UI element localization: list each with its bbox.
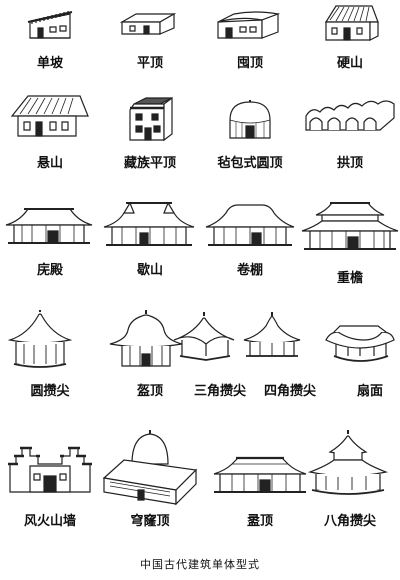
square-pyramidal-roof-icon	[240, 310, 340, 390]
roof-type-label: 盝顶	[246, 514, 273, 529]
flat-roof-icon	[100, 0, 200, 80]
vaulted-roof-icon	[300, 90, 400, 170]
roof-type-vaulted: 拱顶	[300, 90, 400, 190]
roof-type-label: 四角攒尖	[263, 384, 316, 399]
dome-roof-icon	[100, 430, 200, 510]
roof-type-flat: 平顶	[100, 0, 200, 100]
roof-type-label: 卷棚	[236, 263, 263, 278]
firewall-gable-icon	[8, 430, 92, 510]
roof-type-double-eave: 重檐	[300, 195, 400, 295]
roof-type-label: 毡包式圆顶	[217, 156, 283, 171]
roof-type-label: 硬山	[336, 56, 363, 71]
overhanging-gable-roof-icon	[0, 90, 100, 170]
roof-type-fan-shaped: 扇面	[320, 310, 400, 410]
roof-type-label: 歇山	[136, 263, 163, 278]
round-pyramidal-roof-icon	[0, 310, 100, 390]
roof-type-label: 平顶	[136, 56, 163, 71]
roof-type-label: 三角攒尖	[193, 384, 246, 399]
octagonal-pyramidal-roof-icon	[300, 430, 400, 510]
roof-type-flush-gable: 硬山	[300, 0, 400, 100]
roof-type-round-pyramidal: 圆攒尖	[0, 310, 100, 410]
roof-type-arched-flat: 囤顶	[200, 0, 300, 100]
roof-type-single-slope: 单坡	[0, 0, 100, 100]
arched-flat-roof-icon	[200, 0, 300, 80]
single-slope-roof-icon	[0, 0, 100, 80]
roof-type-truncated-hip: 盝顶	[210, 430, 310, 530]
double-eave-roof-icon	[300, 195, 400, 275]
roof-type-label: 八角攒尖	[323, 514, 376, 529]
roof-type-label: 藏族平顶	[123, 156, 176, 171]
hip-roof-icon	[0, 195, 100, 275]
round-ridge-roof-icon	[200, 195, 300, 275]
roof-type-label: 盔顶	[136, 384, 163, 399]
roof-type-label: 风火山墙	[23, 514, 76, 529]
roof-type-label: 庑殿	[36, 263, 63, 278]
roof-type-label: 重檐	[336, 271, 363, 286]
roof-type-label: 穹窿顶	[130, 514, 170, 529]
roof-type-label: 悬山	[36, 156, 63, 171]
roof-type-label: 囤顶	[236, 56, 263, 71]
roof-type-yurt-dome: 毡包式圆顶	[200, 90, 300, 190]
tibetan-flat-roof-icon	[100, 90, 200, 170]
roof-type-octagonal-pyramidal: 八角攒尖	[300, 430, 400, 530]
roof-type-firewall-gable: 风火山墙	[0, 430, 100, 530]
roof-type-overhanging-gable: 悬山	[0, 90, 100, 190]
truncated-hip-roof-icon	[210, 430, 310, 510]
roof-type-label: 扇面	[356, 384, 383, 399]
roof-type-tibetan-flat: 藏族平顶	[100, 90, 200, 190]
roof-type-triangular-pyramidal: 三角攒尖	[170, 310, 270, 410]
hip-gable-roof-icon	[100, 195, 200, 275]
roof-type-hip: 庑殿	[0, 195, 100, 295]
figure-caption: 中国古代建筑单体型式	[140, 558, 260, 571]
roof-type-label: 单坡	[36, 56, 63, 71]
fan-shaped-roof-icon	[320, 310, 400, 390]
roof-type-round-ridge: 卷棚	[200, 195, 300, 295]
roof-type-dome: 穹窿顶	[100, 430, 200, 530]
roof-type-label: 拱顶	[336, 156, 363, 171]
triangular-pyramidal-roof-icon	[170, 310, 270, 390]
flush-gable-roof-icon	[300, 0, 400, 80]
roof-type-hip-gable: 歇山	[100, 195, 200, 295]
yurt-dome-icon	[200, 90, 300, 170]
roof-type-square-pyramidal: 四角攒尖	[240, 310, 340, 410]
roof-type-label: 圆攒尖	[30, 384, 70, 399]
